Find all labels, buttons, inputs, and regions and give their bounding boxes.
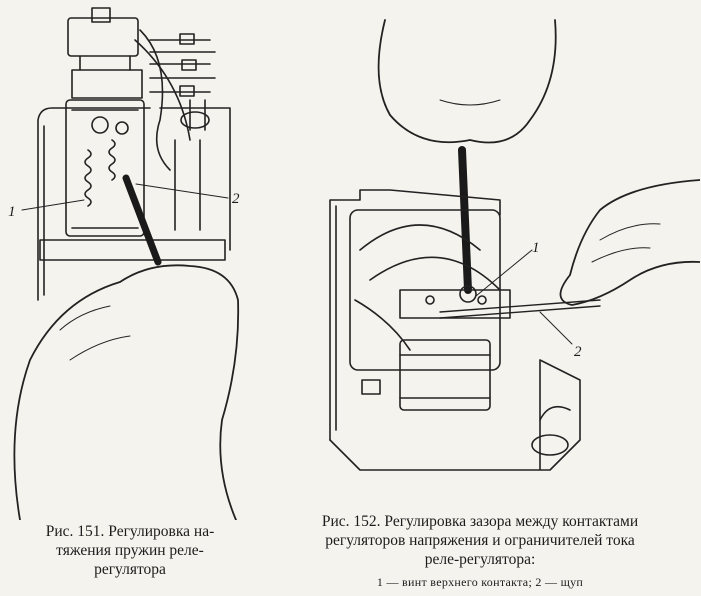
- caption-line: реле-регулятора:: [424, 551, 536, 568]
- caption-line: тяжения пружин реле-: [56, 542, 204, 559]
- relay-base: [40, 240, 225, 260]
- screwdriver: [462, 150, 468, 290]
- caption-line: Рис. 151. Регулировка на-: [45, 523, 215, 540]
- terminal-block: [68, 18, 138, 56]
- relay-base: [330, 360, 580, 470]
- coil: [400, 340, 490, 410]
- contact-plate: [400, 290, 510, 318]
- caption-line: регуляторов напряжения и ограничителей т…: [325, 532, 635, 549]
- tension-spring: [85, 150, 91, 206]
- upper-hand: [379, 20, 556, 143]
- relay-housing: [330, 190, 500, 440]
- hand: [14, 265, 238, 520]
- upper-contact-screw: [460, 286, 476, 302]
- callout-1: 1: [532, 240, 540, 256]
- caption-line: Рис. 152. Регулировка зазора между конта…: [321, 513, 639, 530]
- screwdriver: [126, 178, 158, 262]
- relay-housing: [38, 108, 230, 300]
- callout-2: 2: [574, 344, 582, 360]
- feeler-gauge: [440, 300, 600, 318]
- figure-151-illustration: 1 2: [8, 0, 240, 520]
- armature-plate: [66, 100, 144, 236]
- caption-line: регулятора: [94, 561, 166, 578]
- figure-152-legend: 1 — винт верхнего контакта; 2 — щуп: [376, 575, 584, 589]
- callout-1: 1: [8, 204, 16, 220]
- figure-152-illustration: 1 2: [300, 0, 700, 520]
- figure-151-caption: Рис. 151. Регулировка на- тяжения пружин…: [2, 522, 258, 579]
- figure-152-caption: Рис. 152. Регулировка зазора между конта…: [262, 512, 698, 590]
- callout-2: 2: [232, 191, 240, 207]
- right-hand: [560, 180, 700, 305]
